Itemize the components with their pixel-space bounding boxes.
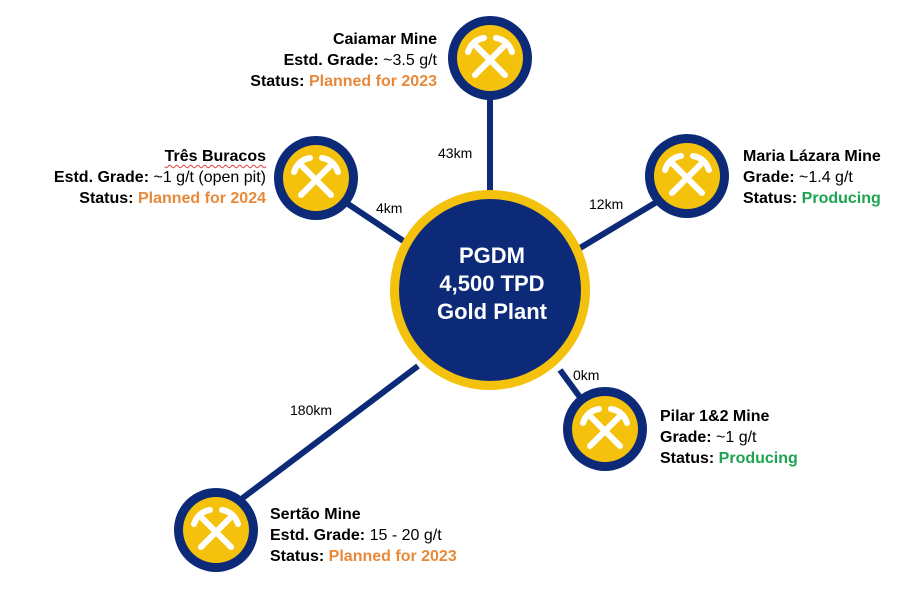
sertao-name: Sertão Mine [270, 506, 361, 523]
caiamar-distance: 43km [438, 145, 473, 161]
tres-buracos-info: Três Buracos Estd. Grade: ~1 g/t (open p… [54, 146, 266, 209]
hub-label: PGDM 4,500 TPD Gold Plant [392, 242, 592, 326]
connector-pilar [557, 368, 585, 402]
maria-lazara-status-label: Status: [743, 190, 798, 207]
maria-lazara-grade-value: ~1.4 g/t [794, 169, 853, 186]
node-sertao [174, 488, 258, 572]
connector-lines [238, 95, 662, 503]
node-caiamar [448, 16, 532, 100]
sertao-grade-label: Estd. Grade: [270, 527, 366, 544]
connector-tres-buracos [343, 199, 407, 245]
tres-buracos-grade-label: Estd. Grade: [53, 169, 150, 186]
pilar-grade-value: ~1 g/t [711, 429, 757, 446]
node-tres-buracos [274, 136, 358, 220]
caiamar-name: Caiamar Mine [332, 31, 437, 48]
pilar-status-label: Status: [660, 450, 715, 467]
hub-plant-node [390, 190, 590, 390]
connector-maria-lazara [578, 197, 662, 251]
pilar-distance: 0km [573, 367, 600, 383]
tres-buracos-status-value: Planned for 2024 [133, 190, 266, 207]
maria-lazara-info: Maria Lázara Mine Grade: ~1.4 g/t Status… [743, 146, 881, 209]
tres-buracos-grade-value: ~1 g/t (open pit) [149, 169, 266, 186]
maria-lazara-status-value: Producing [797, 190, 881, 207]
maria-lazara-distance: 12km [589, 196, 624, 212]
connector-sertao [238, 363, 420, 503]
maria-lazara-name-text: Maria Lázara Mine [743, 148, 881, 165]
pilar-name: Pilar 1&2 Mine [660, 408, 770, 425]
pilar-status-value: Producing [714, 450, 798, 467]
node-maria-lazara [645, 134, 729, 218]
sertao-info: Sertão Mine Estd. Grade: 15 - 20 g/t Sta… [270, 504, 457, 567]
caiamar-status-label: Status: [250, 73, 305, 90]
caiamar-info: Caiamar Mine Estd. Grade: ~3.5 g/t Statu… [250, 29, 437, 92]
caiamar-grade-value: ~3.5 g/t [378, 52, 437, 69]
hub-line-1: PGDM [459, 243, 525, 268]
caiamar-status-value: Planned for 2023 [304, 73, 437, 90]
sertao-status-label: Status: [270, 548, 325, 565]
maria-lazara-name: Maria Lázara Mine [743, 146, 881, 167]
sertao-distance: 180km [290, 402, 333, 418]
tres-buracos-status-label: Status: [79, 190, 134, 207]
tres-buracos-name: Três Buracos [164, 148, 266, 165]
sertao-grade-value: 15 - 20 g/t [365, 527, 442, 544]
maria-lazara-grade-label: Grade: [743, 169, 795, 186]
node-pilar [563, 387, 647, 471]
caiamar-grade-label: Estd. Grade: [283, 52, 379, 69]
hub-line-2: 4,500 TPD [439, 271, 545, 296]
tres-buracos-distance: 4km [376, 200, 403, 216]
hub-line-3: Gold Plant [437, 299, 547, 324]
sertao-status-value: Planned for 2023 [324, 548, 457, 565]
pilar-grade-label: Grade: [660, 429, 712, 446]
pilar-info: Pilar 1&2 Mine Grade: ~1 g/t Status: Pro… [660, 406, 798, 469]
